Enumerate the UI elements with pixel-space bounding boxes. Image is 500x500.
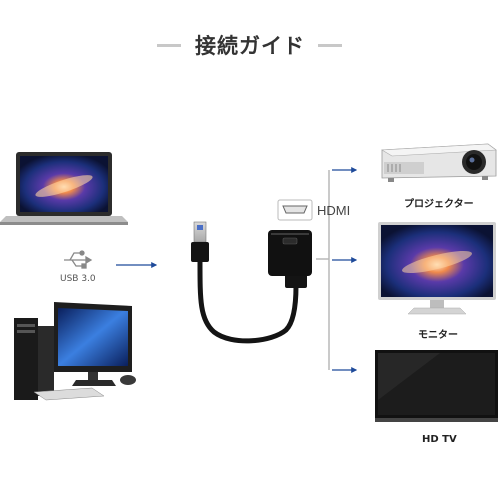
usb-hdmi-adapter-icon	[191, 221, 312, 344]
desktop-pc-icon	[14, 302, 136, 401]
tv-icon	[375, 350, 498, 422]
laptop-icon	[0, 152, 128, 225]
page-title: 接続ガイド	[195, 34, 305, 58]
usb-3-label: USB 3.0	[60, 274, 96, 284]
hdmi-port-icon	[277, 199, 313, 221]
title-dash-right	[318, 44, 342, 47]
projector-label: プロジェクター	[404, 199, 474, 210]
usb-symbol-icon	[64, 250, 93, 269]
monitor-label: モニター	[418, 330, 458, 341]
title-dash-left	[157, 44, 181, 47]
tv-label: HD TV	[422, 434, 457, 445]
output-branch-connector	[316, 170, 330, 370]
monitor-icon	[378, 222, 496, 315]
hdmi-label: HDMI	[317, 203, 351, 218]
projector-icon	[381, 143, 497, 182]
